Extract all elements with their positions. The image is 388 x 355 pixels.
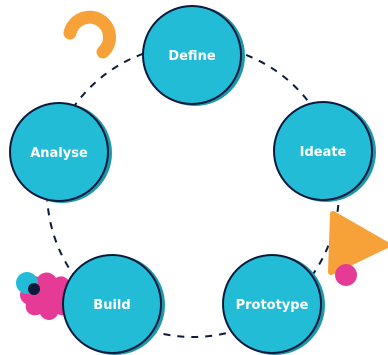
node-label-build: Build — [93, 298, 130, 313]
node-circle — [62, 254, 162, 354]
node-label-ideate: Ideate — [300, 145, 347, 160]
node-ideate: Ideate — [273, 101, 376, 202]
node-circle — [273, 101, 373, 201]
orange-arc-decoration — [63, 10, 117, 59]
node-define: Define — [142, 5, 245, 106]
node-label-define: Define — [168, 49, 215, 64]
node-label-prototype: Prototype — [236, 298, 309, 313]
pink-dot-decoration — [335, 264, 357, 286]
node-circle — [222, 254, 322, 354]
navy-dot-decoration — [28, 283, 40, 295]
node-label-analyse: Analyse — [30, 146, 88, 161]
node-analyse: Analyse — [9, 102, 112, 203]
node-prototype: Prototype — [222, 254, 325, 355]
orange-triangle-decoration — [328, 211, 388, 275]
decorations — [16, 10, 388, 320]
node-build: Build — [62, 254, 165, 355]
node-circle — [142, 5, 242, 105]
node-circle — [9, 102, 109, 202]
